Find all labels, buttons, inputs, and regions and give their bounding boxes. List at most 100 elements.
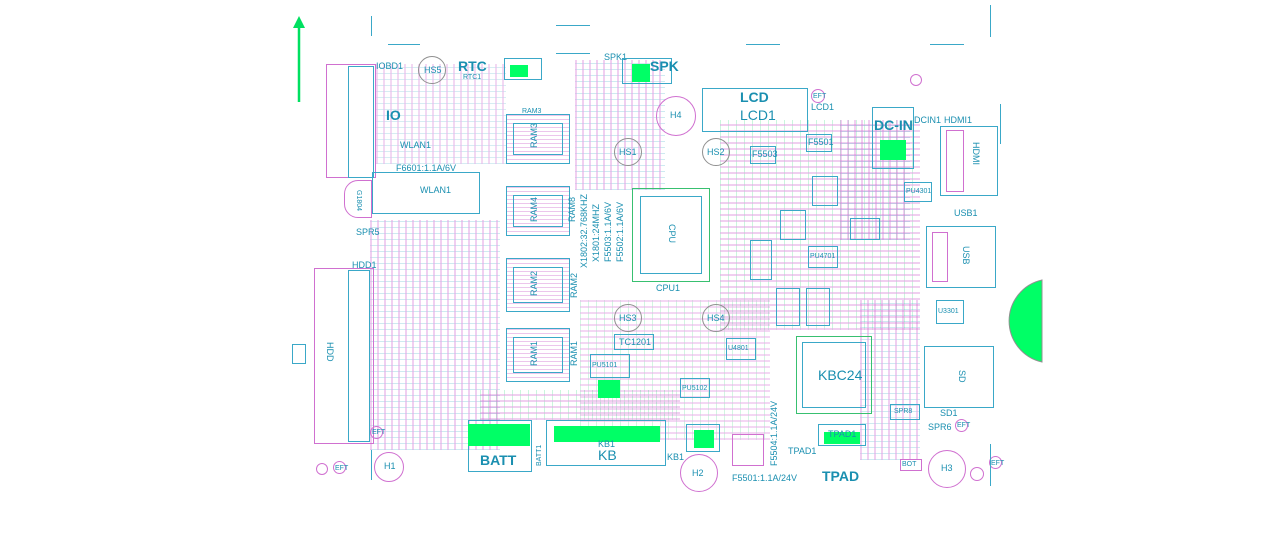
pu5102-part: [680, 378, 710, 398]
spk-connector: [622, 58, 672, 84]
kbc-die: [802, 342, 866, 408]
batt1-label: BATT1: [536, 444, 543, 466]
f5501b-label: F5501: [808, 137, 834, 147]
iobd1-label: IOBD1: [376, 61, 404, 71]
tpad-box-label: TPAD1: [828, 429, 857, 439]
eft-mark: [955, 419, 968, 432]
up-arrow-icon: [293, 16, 305, 102]
h4-hole: [656, 96, 696, 136]
kb-pad: [554, 426, 660, 442]
batt-pad: [468, 424, 530, 446]
hs2-label: HS2: [707, 147, 725, 157]
h1-hole: [374, 452, 404, 482]
test-pad: [732, 434, 764, 466]
fiducial: [970, 467, 984, 481]
f5501-label: F5501:1.1A/24V: [732, 473, 798, 483]
u4801-part: [726, 338, 756, 360]
ram4-label: RAM4: [529, 196, 539, 222]
power-part: [776, 288, 800, 326]
x1802-label: X1802:32.768KHZ: [579, 193, 589, 268]
rtc-connector: [504, 58, 542, 80]
eft1-label: EFT: [813, 93, 827, 100]
f5504-label: F5504:1.1A/24V: [769, 400, 779, 466]
hs4-label: HS4: [707, 313, 725, 323]
pu5101-label: PU5101: [592, 362, 618, 369]
bot-mark: [900, 459, 922, 471]
hs1-hole: [614, 138, 642, 166]
batt-label: BATT: [480, 452, 517, 468]
spk-pad: [632, 64, 650, 82]
ram2-chip: [506, 258, 570, 312]
pu4701-part: [808, 246, 838, 268]
board-edge-mark: [1000, 104, 1001, 144]
hdd-label: HDD: [325, 342, 335, 362]
component-area: [860, 300, 920, 460]
rtc-label: RTC: [458, 58, 487, 74]
io-label: IO: [386, 107, 401, 123]
io-connector: [348, 66, 374, 178]
hdd-tab: [292, 344, 306, 364]
ram4-chip: [506, 186, 570, 236]
rtc-pad: [510, 65, 528, 77]
ram8-label: RAM8: [567, 196, 577, 222]
h4-label: H4: [670, 110, 682, 120]
u3301-label: U3301: [938, 308, 959, 315]
hdmi-label: HDMI: [971, 142, 981, 165]
h2-label: H2: [692, 468, 704, 478]
pu4301-label: PU4301: [906, 188, 932, 195]
hdmi-connector: [940, 126, 998, 196]
wlan-module: [372, 172, 480, 214]
h2-hole: [680, 454, 718, 492]
spr8-label: SPR8: [894, 408, 913, 415]
f5501-fuse: [806, 134, 832, 152]
lcd-chip-label: LCD1: [740, 107, 776, 123]
kb-label: KB: [598, 447, 617, 463]
lcd-connector: [702, 88, 808, 132]
lcd1-label: LCD1: [811, 102, 835, 112]
eft-mark: [989, 456, 1002, 469]
h3-hole: [928, 450, 966, 488]
pu4301-part: [904, 182, 932, 202]
dcin-label: DC-IN: [874, 117, 913, 133]
eft2-label: EFT: [957, 422, 971, 429]
board-edge-mark: [990, 5, 991, 37]
sd1-label: SD1: [940, 408, 958, 418]
ram1-chip-label: RAM1: [529, 340, 539, 366]
power-part: [812, 176, 838, 206]
kb1-label: KB1: [667, 452, 685, 462]
board-edge-mark: [371, 16, 372, 36]
kbc24-label: KBC24: [818, 367, 863, 383]
eft5-label: EFT: [991, 460, 1005, 467]
hs3-label: HS3: [619, 313, 637, 323]
kb1-box-label: KB1: [598, 439, 616, 449]
usb-label: USB: [961, 246, 971, 265]
hs5-hole: [418, 56, 446, 84]
tpad-connector: [818, 424, 866, 446]
spk1-label: SPK1: [604, 52, 628, 62]
wlan1-box-label: WLAN1: [420, 185, 452, 195]
g1804-label: G1804: [355, 190, 362, 212]
tc1201-label: TC1201: [619, 337, 652, 347]
board-edge-mark: [371, 450, 372, 480]
eft3-label: EFT: [335, 465, 349, 472]
f5503-fuse: [750, 146, 776, 164]
ram3-chip-label: RAM3: [529, 122, 539, 148]
pu6101-pad: [694, 430, 714, 448]
h1-label: H1: [384, 461, 396, 471]
component-area: [480, 390, 680, 420]
spr8-part: [890, 404, 920, 420]
batt-connector: [468, 420, 532, 472]
fiducial: [910, 74, 922, 86]
heatsink-pad: [1008, 279, 1043, 363]
power-part: [806, 288, 830, 326]
hdmi1-label: HDMI1: [944, 115, 973, 125]
kb-connector: [546, 420, 666, 466]
hdd1-label: HDD1: [352, 260, 377, 270]
pu6101-part: [686, 424, 720, 452]
lcd-label: LCD: [740, 89, 769, 105]
g1804-part: [344, 180, 372, 218]
hdmi-outline: [946, 130, 964, 192]
f6601-label: F6601:1.1A/6V: [396, 163, 457, 173]
board-edge-mark: [388, 44, 420, 45]
spr5-label: SPR5: [356, 227, 380, 237]
